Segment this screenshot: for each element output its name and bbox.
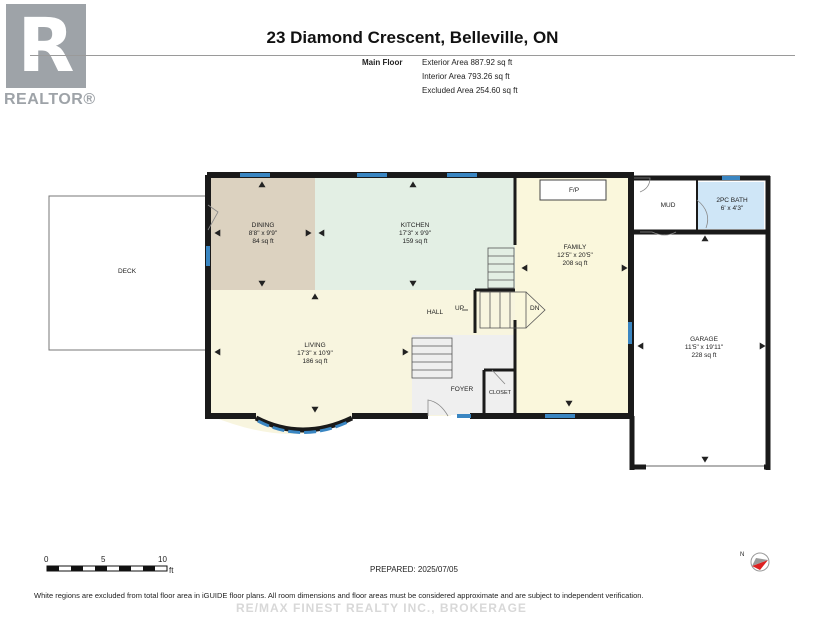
windows (206, 173, 740, 418)
living-fill (211, 290, 451, 416)
kitchen-fill (315, 178, 515, 290)
bay-window-glass (257, 419, 351, 434)
prepared-date: PREPARED: 2025/07/05 (370, 565, 458, 574)
foyer-fill (412, 335, 515, 415)
interior-area: Interior Area 793.26 sq ft (422, 72, 510, 81)
scale-bar (46, 565, 168, 572)
room-hall: HALL (426, 309, 444, 316)
floor-label: Main Floor (362, 58, 403, 67)
fireplace-label: F/P (568, 187, 580, 194)
footer-disclaimer: White regions are excluded from total fl… (34, 591, 644, 600)
scale-unit: ft (169, 566, 174, 575)
interior-walls (473, 178, 517, 416)
dimension-arrows (214, 181, 766, 463)
compass-icon (750, 552, 770, 572)
compass-north-label: N (740, 552, 745, 558)
garage-walls (629, 175, 771, 470)
scale-tick-0: 0 (44, 555, 49, 564)
bath-fill (697, 182, 764, 229)
scale-tick-5: 5 (101, 555, 106, 564)
stairs-up-label: UP (455, 305, 465, 312)
bay-window-wall (254, 415, 354, 433)
dining-fill (211, 178, 315, 290)
scale-tick-10: 10 (158, 555, 167, 564)
room-deck: DECK (117, 268, 137, 275)
fireplace (539, 179, 607, 201)
realtor-logo-text: REALTOR® (4, 91, 96, 108)
realtor-logo (6, 4, 86, 88)
realtor-logo-letter: R (17, 3, 75, 89)
doors (207, 177, 709, 417)
room-closet: CLOSET (488, 390, 511, 396)
family-fill (515, 178, 631, 416)
page-title: 23 Diamond Crescent, Belleville, ON (266, 28, 559, 47)
exterior-area: Exterior Area 887.92 sq ft (422, 58, 513, 67)
hall-fill (451, 290, 515, 335)
stairs-down-label: DN (530, 305, 540, 312)
room-foyer: FOYER (450, 386, 474, 393)
excluded-area: Excluded Area 254.60 sq ft (422, 86, 518, 95)
title-divider (30, 55, 795, 56)
room-mud: MUD (660, 202, 676, 209)
stairs (411, 247, 546, 379)
brokerage-watermark: RE/MAX FINEST REALTY INC., BROKERAGE (236, 601, 527, 615)
